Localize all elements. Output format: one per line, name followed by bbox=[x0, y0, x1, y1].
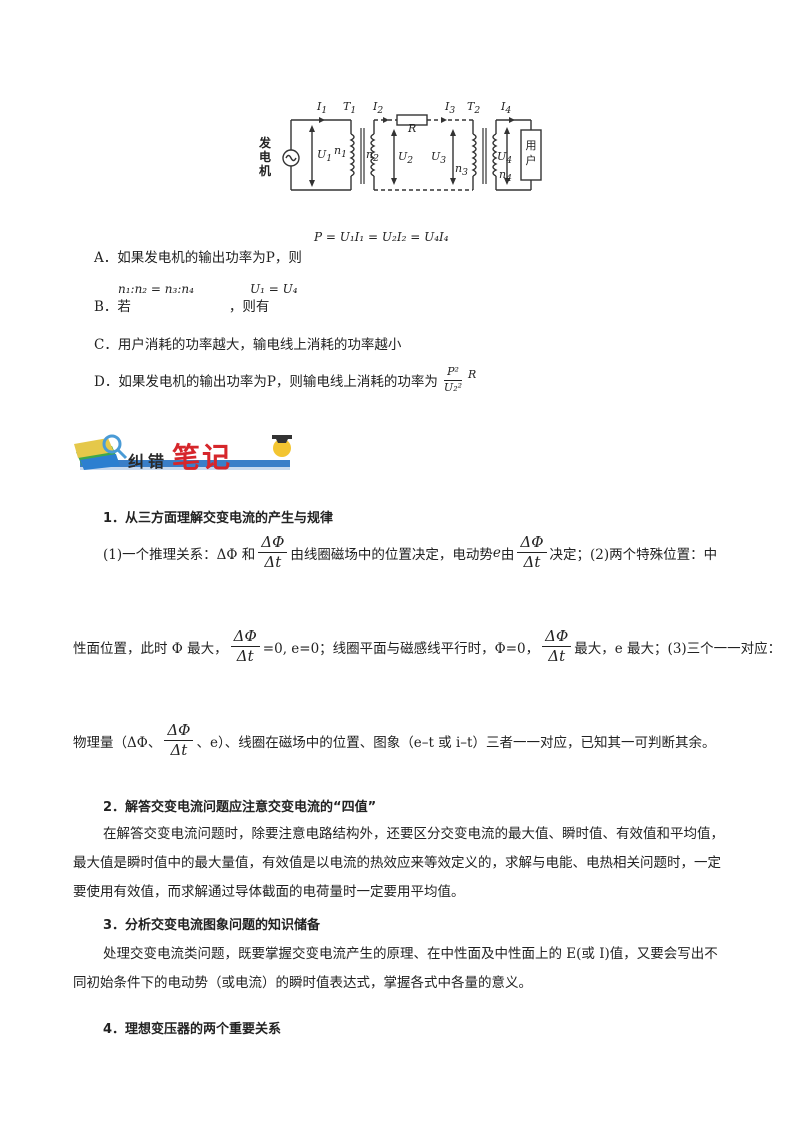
error-notes-banner: 纠错笔记 bbox=[72, 430, 302, 480]
label-u4: U4 bbox=[497, 150, 513, 167]
option-b-condition: n₁:n₂ = n₃:n₄ bbox=[118, 282, 194, 296]
option-a: A．如果发电机的输出功率为P，则 bbox=[94, 250, 302, 266]
heading-4: 4．理想变压器的两个重要关系 bbox=[103, 1022, 282, 1037]
generator-label: 发 电 机 bbox=[259, 136, 272, 178]
notes-para-2: 在解答交变电流问题时，除要注意电路结构外，还要区分交变电流的最大值、瞬时值、有效… bbox=[73, 826, 724, 900]
label-n4: n4 bbox=[499, 168, 512, 185]
label-t1: T1 bbox=[343, 100, 357, 117]
heading-3: 3．分析交变电流图象问题的知识储备 bbox=[103, 918, 321, 933]
label-u2: U2 bbox=[398, 150, 414, 167]
label-i4: I4 bbox=[501, 100, 512, 117]
banner-title: 纠错笔记 bbox=[128, 441, 231, 474]
option-a-formula: P = U₁I₁ = U₂I₂ = U₄I₄ bbox=[314, 230, 449, 244]
label-u1: U1 bbox=[317, 148, 333, 165]
label-i2: I2 bbox=[373, 100, 384, 117]
label-i3: I3 bbox=[445, 100, 456, 117]
label-r: R bbox=[408, 122, 417, 135]
label-n1: n1 bbox=[334, 144, 347, 161]
user-label: 用 户 bbox=[525, 139, 537, 167]
option-b-formula: U₁ = U₄ bbox=[250, 282, 298, 296]
heading-1: 1．从三方面理解交变电流的产生与规律 bbox=[103, 511, 334, 526]
heading-2: 2．解答交变电流问题应注意交变电流的“四值” bbox=[103, 800, 377, 815]
option-c: C．用户消耗的功率越大，输电线上消耗的功率越小 bbox=[94, 337, 402, 353]
circuit-diagram: 发 电 机 用 户 I1 T1 I2 R I3 T2 I4 U1 n1 n2 U… bbox=[255, 98, 545, 198]
label-u3: U3 bbox=[431, 150, 447, 167]
banner-graphic bbox=[74, 434, 292, 470]
label-i1: I1 bbox=[317, 100, 328, 117]
label-n2: n2 bbox=[366, 148, 379, 165]
notes-para-3: 处理交变电流类问题，既要掌握交变电流产生的原理、在中性面及中性面上的 E(或 I… bbox=[73, 946, 718, 991]
option-b: B．若，则有 bbox=[94, 299, 270, 315]
circuit-drawing bbox=[282, 114, 542, 191]
label-n3: n3 bbox=[455, 162, 468, 179]
label-t2: T2 bbox=[467, 100, 481, 117]
